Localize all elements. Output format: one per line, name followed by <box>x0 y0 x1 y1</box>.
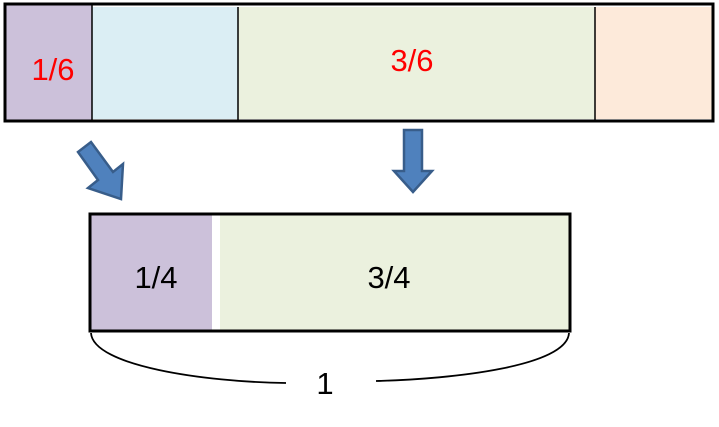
top-bar: 1/6 3/6 <box>3 2 715 123</box>
label-1-6: 1/6 <box>31 52 74 87</box>
brace-right-curve <box>375 332 570 382</box>
label-3-6: 3/6 <box>390 43 433 78</box>
segment-1-4 <box>90 214 212 331</box>
diagonal-arrow-icon <box>76 140 125 201</box>
brace-label: 1 <box>316 366 333 401</box>
brace-left-curve <box>90 332 287 384</box>
segment-peach <box>595 7 713 119</box>
segment-3-4 <box>220 214 570 331</box>
down-arrow-icon <box>391 128 435 194</box>
brace: 1 <box>90 332 570 401</box>
top-bar-outline <box>3 2 715 123</box>
bottom-bar-outline <box>88 212 572 333</box>
arrows <box>76 128 435 201</box>
segment-1-6 <box>5 4 92 121</box>
label-3-4: 3/4 <box>367 260 410 295</box>
bottom-bar: 1/4 3/4 <box>88 212 572 333</box>
segment-blue <box>92 7 238 119</box>
label-1-4: 1/4 <box>134 260 177 295</box>
segment-3-6 <box>238 7 595 119</box>
